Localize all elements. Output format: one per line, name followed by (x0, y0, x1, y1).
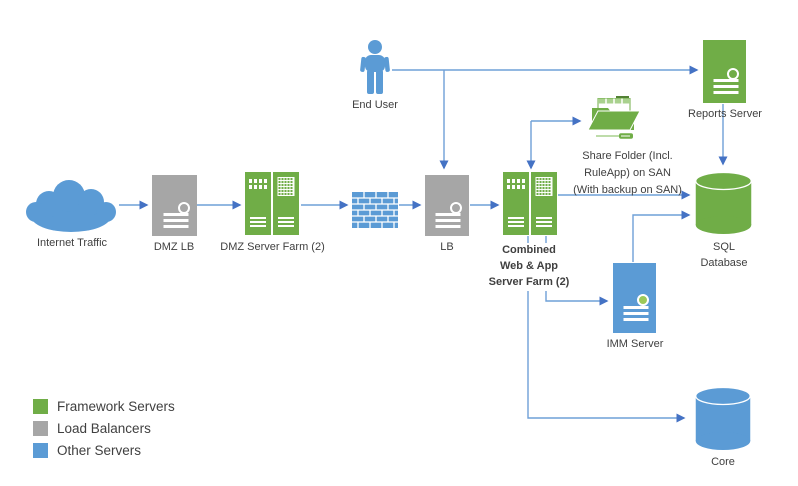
dmz-server-farm-label: DMZ Server Farm (2) (220, 241, 325, 253)
end-user-label: End User (352, 99, 398, 111)
combined-farm-label-line3: Server Farm (2) (488, 275, 570, 288)
power-led-icon (727, 67, 739, 80)
imm-server-label: IMM Server (606, 338, 664, 350)
dmz-lb-label: DMZ LB (153, 241, 195, 253)
lb-server-icon (425, 175, 469, 236)
sql-database-label-line1: SQL (712, 241, 735, 253)
combined-farm-label-line1: Combined (502, 244, 556, 256)
dmz-server-farm-icon (245, 172, 299, 235)
reports-server-label: Reports Server (688, 108, 762, 120)
server-rack-icon (503, 172, 529, 235)
server-rack-icon (245, 172, 271, 235)
share-folder-label-line3: (With backup on SAN) (573, 184, 682, 197)
end-user-icon (360, 40, 390, 94)
combined-farm-label-line2: Web & App (499, 259, 559, 272)
sql-database-icon (695, 172, 752, 234)
firewall-icon (352, 192, 398, 228)
share-folder-label-line1: Share Folder (Incl. (582, 150, 673, 162)
share-folder-label: Share Folder (Incl. RuleApp) on SAN (With … (560, 148, 695, 199)
server-vents-icon (623, 306, 648, 324)
rack-bars-icon (536, 215, 552, 227)
sql-database-label: SQL Database (693, 240, 755, 272)
legend-item-other-servers: Other Servers (33, 443, 141, 458)
combined-farm-icon (503, 172, 557, 235)
server-rack-icon (273, 172, 299, 235)
rack-grid-icon (277, 177, 295, 196)
lb-label: LB (440, 241, 454, 253)
load-balancers-legend-label: Load Balancers (57, 421, 151, 436)
rack-bars-icon (508, 215, 524, 227)
dmz-lb-server-icon (152, 175, 197, 236)
core-database-icon (695, 387, 751, 450)
edge-imm-to-sql (632, 210, 691, 262)
other-servers-legend-label: Other Servers (57, 443, 142, 458)
legend-item-load-balancers: Load Balancers (33, 421, 151, 436)
server-rack-icon (531, 172, 557, 235)
reports-server-icon (703, 40, 746, 103)
server-vents-icon (163, 212, 188, 231)
power-led-icon (637, 293, 649, 306)
rack-vents-icon (507, 179, 525, 189)
server-vents-icon (435, 212, 461, 231)
framework-servers-legend-label: Framework Servers (57, 399, 175, 414)
load-balancers-swatch (33, 421, 48, 436)
share-folder-icon (588, 96, 640, 139)
internet-traffic-label: Internet Traffic (36, 237, 108, 249)
core-label: Core (711, 456, 735, 468)
sql-database-label-line2: Database (700, 256, 748, 269)
internet-cloud-icon (26, 180, 116, 232)
other-servers-swatch (33, 443, 48, 458)
rack-bars-icon (250, 215, 266, 227)
rack-vents-icon (249, 179, 267, 189)
server-vents-icon (713, 79, 738, 97)
edge-combined-to-core (527, 236, 686, 423)
framework-servers-swatch (33, 399, 48, 414)
imm-server-icon (613, 263, 656, 333)
legend-item-framework-servers: Framework Servers (33, 399, 175, 414)
rack-grid-icon (535, 177, 553, 196)
share-folder-label-line2: RuleApp) on SAN (584, 167, 671, 180)
rack-bars-icon (278, 215, 294, 227)
